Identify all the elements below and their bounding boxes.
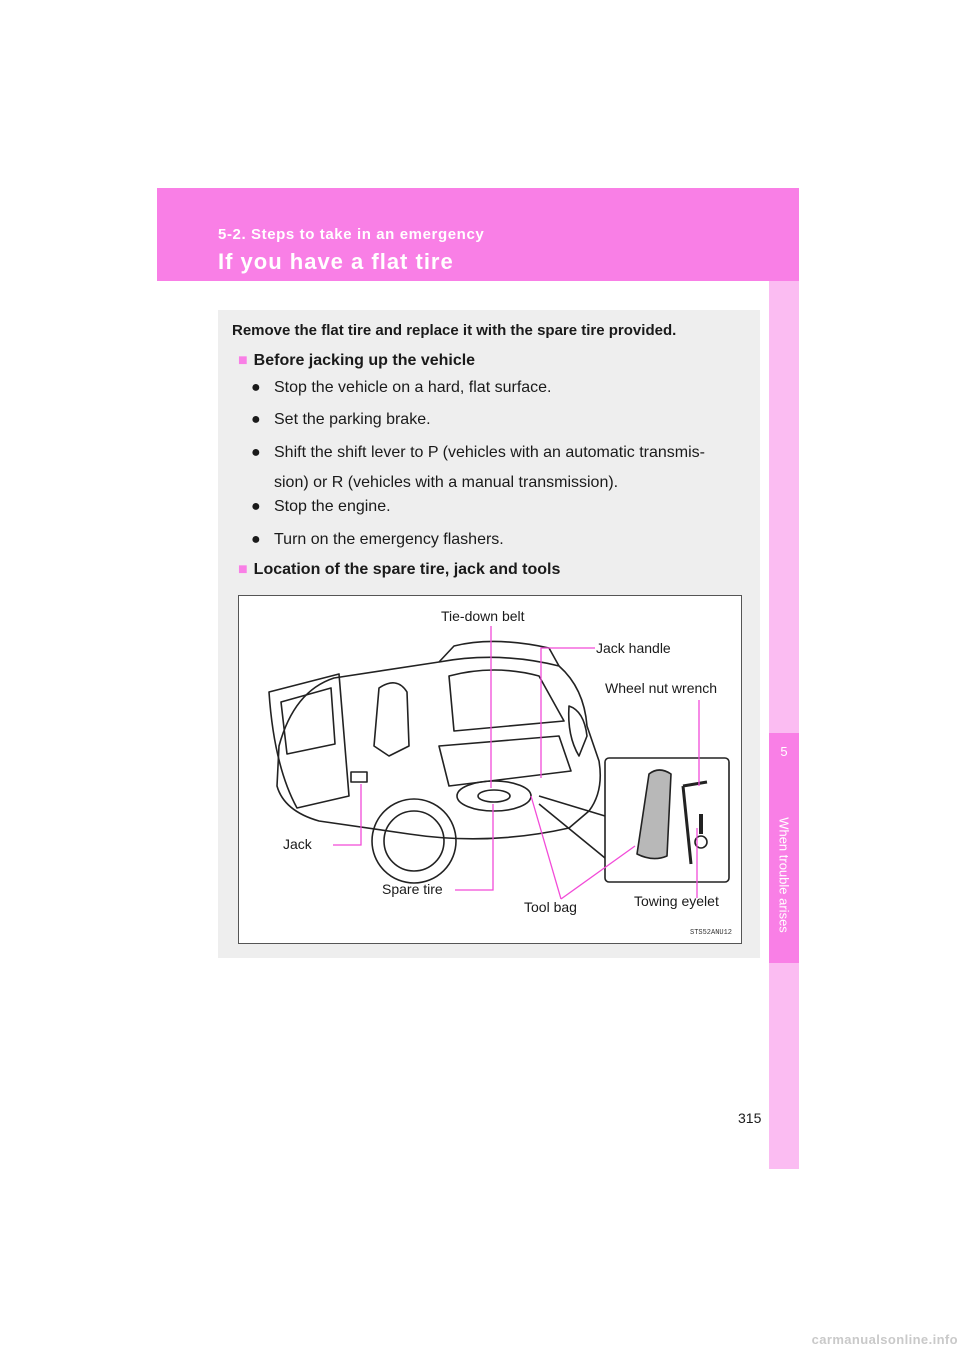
bullet-dot-icon: ● <box>251 411 261 428</box>
callout-spare-tire: Spare tire <box>382 881 443 897</box>
side-strip <box>769 281 799 1169</box>
watermark: carmanualsonline.info <box>811 1332 958 1347</box>
list-item: ●Shift the shift lever to P (vehicles wi… <box>251 438 741 498</box>
chapter-title: When trouble arises <box>776 817 792 933</box>
list-item: ●Stop the vehicle on a hard, flat surfac… <box>251 373 741 403</box>
bullet-dot-icon: ● <box>251 379 261 396</box>
list-item: ●Turn on the emergency flashers. <box>251 525 741 555</box>
callout-jack: Jack <box>283 836 312 852</box>
callout-towing-eyelet: Towing eyelet <box>634 893 719 909</box>
chapter-number: 5 <box>780 744 788 759</box>
vehicle-illustration: Tie-down belt Jack handle Wheel nut wren… <box>238 595 742 944</box>
subheading-before-jacking: ■Before jacking up the vehicle <box>238 352 476 369</box>
callout-tool-bag: Tool bag <box>524 899 577 915</box>
section-label: 5-2. Steps to take in an emergency <box>218 226 485 243</box>
bullet-dot-icon: ● <box>251 531 261 548</box>
car-drawing <box>268 626 730 900</box>
subheading-location: ■Location of the spare tire, jack and to… <box>238 561 561 578</box>
callout-wheel-nut-wrench: Wheel nut wrench <box>605 680 718 696</box>
intro-text: Remove the flat tire and replace it with… <box>232 322 677 339</box>
square-bullet-icon: ■ <box>238 561 248 578</box>
callout-tie-down-belt: Tie-down belt <box>441 608 525 624</box>
figure-code: STS52ANU12 <box>690 929 733 937</box>
bullet-dot-icon: ● <box>251 498 261 515</box>
page-number: 315 <box>738 1110 762 1126</box>
list-item: ●Stop the engine. <box>251 492 741 522</box>
page-title: If you have a flat tire <box>218 249 454 274</box>
chapter-tab[interactable] <box>769 733 799 963</box>
bullet-dot-icon: ● <box>251 444 261 461</box>
list-item: ●Set the parking brake. <box>251 405 741 435</box>
callout-jack-handle: Jack handle <box>596 640 671 656</box>
header-band <box>157 188 799 281</box>
square-bullet-icon: ■ <box>238 352 248 369</box>
